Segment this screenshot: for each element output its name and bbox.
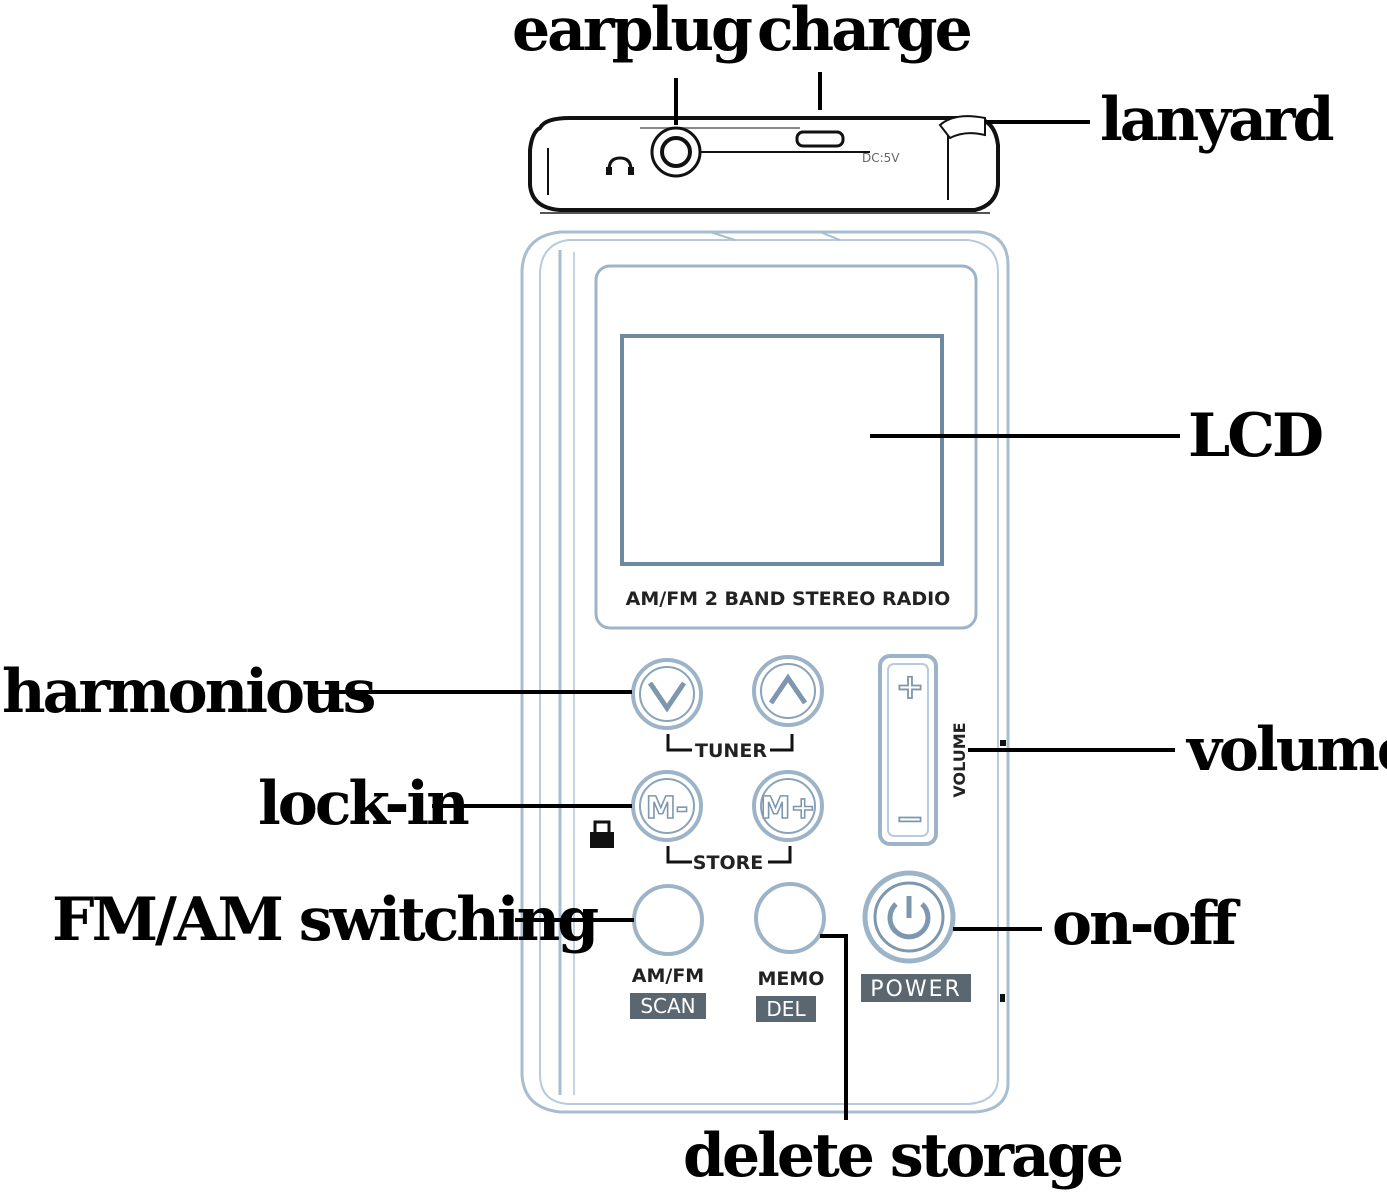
callout-earplug: earplug — [512, 0, 752, 65]
del-label: DEL — [766, 997, 806, 1021]
callout-on-off: on-off — [1052, 889, 1241, 959]
store-bracket — [666, 846, 792, 864]
callout-fm-am-switching: FM/AM switching — [52, 885, 598, 955]
tuner-bracket — [666, 734, 794, 752]
chevron-up-icon — [768, 673, 808, 705]
top-panel: DC:5V — [528, 115, 1000, 214]
volume-plus-icon: + — [896, 667, 925, 707]
lock-icon — [590, 820, 614, 848]
memory-minus-button[interactable]: M- — [631, 770, 703, 842]
callout-lock-in: lock-in — [258, 769, 469, 839]
tuner-label: TUNER — [695, 740, 767, 762]
power-button[interactable] — [862, 870, 956, 964]
memo-label: MEMO — [758, 968, 825, 990]
tuner-down-button[interactable] — [631, 658, 703, 730]
memory-plus-label: M+ — [761, 791, 816, 826]
usb-charge-port[interactable] — [795, 130, 845, 148]
headphone-icon — [606, 156, 634, 175]
memory-plus-button[interactable]: M+ — [752, 770, 824, 842]
power-label: POWER — [870, 977, 962, 1002]
delete-storage-leader — [820, 934, 848, 1120]
callout-lcd: LCD — [1188, 401, 1322, 471]
volume-rocker[interactable]: + − — [878, 654, 938, 846]
lanyard-hole — [938, 115, 986, 140]
callout-volume: volume — [1185, 715, 1387, 785]
screen-caption: AM/FM 2 BAND STEREO RADIO — [626, 588, 951, 610]
callout-delete-storage: delete storage — [683, 1121, 1122, 1191]
scan-label: SCAN — [640, 994, 695, 1018]
dc-label: DC:5V — [862, 151, 900, 165]
chevron-down-icon — [647, 681, 687, 713]
memory-minus-label: M- — [646, 791, 688, 826]
lcd-screen — [620, 334, 944, 566]
del-label-box — [756, 996, 816, 1022]
earphone-jack[interactable] — [650, 126, 702, 178]
power-icon — [887, 896, 931, 940]
callout-lanyard: lanyard — [1100, 85, 1334, 155]
volume-minus-icon: − — [896, 799, 925, 839]
store-label: STORE — [693, 852, 763, 874]
amfm-label: AM/FM — [632, 965, 704, 987]
memo-del-button[interactable] — [754, 882, 826, 954]
tuner-up-button[interactable] — [752, 655, 824, 727]
amfm-scan-button[interactable] — [632, 884, 704, 956]
volume-label: VOLUME — [950, 722, 969, 797]
callout-charge: charge — [757, 0, 971, 65]
scan-label-box — [630, 993, 706, 1019]
leader-lines — [308, 72, 1180, 1120]
callout-harmonious: harmonious — [2, 657, 375, 727]
power-label-box — [861, 974, 971, 1002]
